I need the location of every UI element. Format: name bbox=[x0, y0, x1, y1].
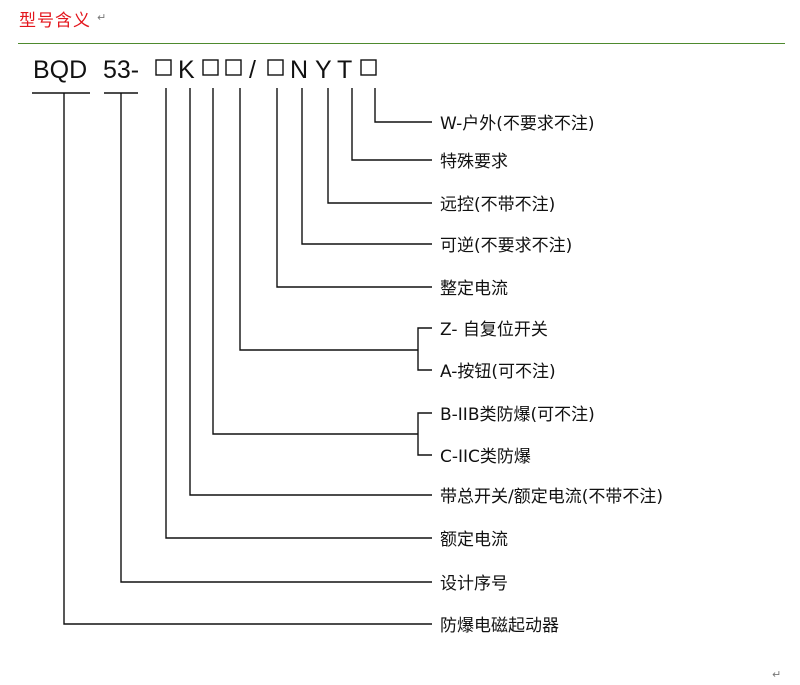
code-letter-n: N bbox=[290, 56, 308, 84]
code-placeholder-box bbox=[267, 59, 284, 76]
code-placeholder-box bbox=[202, 59, 219, 76]
code-placeholder-box bbox=[155, 59, 172, 76]
leader-lines bbox=[63, 88, 432, 625]
paragraph-mark-icon: ↵ bbox=[97, 11, 107, 24]
label-button: A-按钮(可不注) bbox=[440, 362, 556, 382]
label-explosion-iib: B-IIB类防爆(可不注) bbox=[440, 405, 595, 425]
code-series-number: 53- bbox=[103, 56, 139, 84]
label-design-serial: 设计序号 bbox=[440, 574, 508, 594]
code-slash: / bbox=[249, 56, 256, 84]
divider bbox=[18, 43, 785, 44]
label-special-requirement: 特殊要求 bbox=[440, 152, 508, 172]
label-explosion-iic: C-IIC类防爆 bbox=[440, 447, 531, 467]
code-letter-t: T bbox=[337, 56, 352, 84]
label-setting-current: 整定电流 bbox=[440, 279, 508, 299]
label-main-switch: 带总开关/额定电流(不带不注) bbox=[440, 487, 663, 507]
paragraph-mark-icon: ↵ bbox=[772, 668, 782, 681]
page-heading: 型号含义 bbox=[19, 11, 91, 31]
code-letter-y: Y bbox=[315, 56, 332, 84]
label-remote-control: 远控(不带不注) bbox=[440, 195, 555, 215]
label-outdoor: W-户外(不要求不注) bbox=[440, 114, 595, 134]
code-prefix: BQD bbox=[33, 56, 87, 84]
label-self-reset-switch: Z- 自复位开关 bbox=[440, 320, 548, 340]
code-letter-k: K bbox=[178, 56, 195, 84]
label-explosion-proof-starter: 防爆电磁起动器 bbox=[440, 616, 559, 636]
code-placeholder-box bbox=[225, 59, 242, 76]
label-rated-current: 额定电流 bbox=[440, 530, 508, 550]
label-reversible: 可逆(不要求不注) bbox=[440, 236, 572, 256]
code-placeholder-box bbox=[360, 59, 377, 76]
